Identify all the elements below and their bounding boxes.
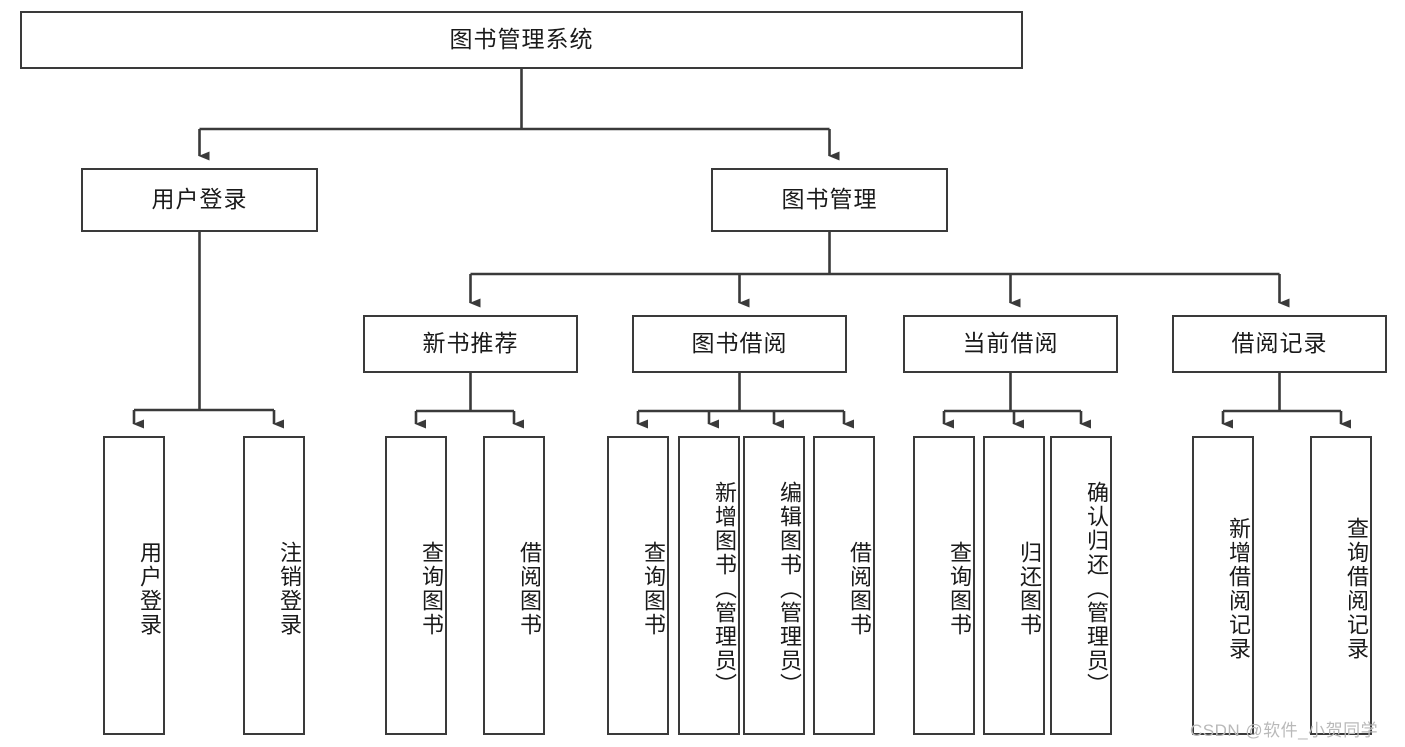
node-leaf-return-book-label: 归还图书 [1017,540,1042,637]
node-leaf-edit-book-label: 编辑图书（管理员） [777,480,802,697]
node-root-label: 图书管理系统 [449,26,594,53]
node-leaf-edit-book: 编辑图书（管理员） [743,436,805,735]
node-new-book-recommend-label: 新书推荐 [422,330,519,357]
node-leaf-query-book-1-label: 查询图书 [419,540,444,637]
node-borrow-record-label: 借阅记录 [1231,330,1328,357]
node-leaf-add-book: 新增图书（管理员） [678,436,740,735]
node-leaf-return-book: 归还图书 [983,436,1045,735]
node-leaf-borrow-book-1-label: 借阅图书 [517,540,542,637]
node-leaf-user-login: 用户登录 [103,436,165,735]
node-book-manage-label: 图书管理 [781,186,878,213]
node-book-borrow-label: 图书借阅 [691,330,788,357]
node-leaf-query-book-1: 查询图书 [385,436,447,735]
node-user-login: 用户登录 [81,168,318,232]
node-leaf-add-record-label: 新增借阅记录 [1226,516,1251,661]
node-leaf-borrow-book-2-label: 借阅图书 [847,540,872,637]
node-leaf-confirm-return: 确认归还（管理员） [1050,436,1112,735]
node-book-borrow: 图书借阅 [632,315,847,373]
node-leaf-add-book-label: 新增图书（管理员） [712,480,737,697]
node-leaf-user-logout: 注销登录 [243,436,305,735]
node-current-borrow-label: 当前借阅 [962,330,1059,357]
node-leaf-user-logout-label: 注销登录 [277,540,302,637]
node-user-login-label: 用户登录 [151,186,248,213]
node-borrow-record: 借阅记录 [1172,315,1387,373]
node-current-borrow: 当前借阅 [903,315,1118,373]
node-leaf-query-book-2-label: 查询图书 [641,540,666,637]
node-leaf-query-book-3: 查询图书 [913,436,975,735]
node-book-manage: 图书管理 [711,168,948,232]
node-new-book-recommend: 新书推荐 [363,315,578,373]
node-leaf-borrow-book-2: 借阅图书 [813,436,875,735]
node-leaf-user-login-label: 用户登录 [137,540,162,637]
node-leaf-add-record: 新增借阅记录 [1192,436,1254,735]
node-root: 图书管理系统 [20,11,1023,69]
node-leaf-query-record-label: 查询借阅记录 [1344,516,1369,661]
node-leaf-query-record: 查询借阅记录 [1310,436,1372,735]
node-leaf-borrow-book-1: 借阅图书 [483,436,545,735]
node-leaf-query-book-2: 查询图书 [607,436,669,735]
node-leaf-query-book-3-label: 查询图书 [947,540,972,637]
node-leaf-confirm-return-label: 确认归还（管理员） [1084,480,1109,697]
